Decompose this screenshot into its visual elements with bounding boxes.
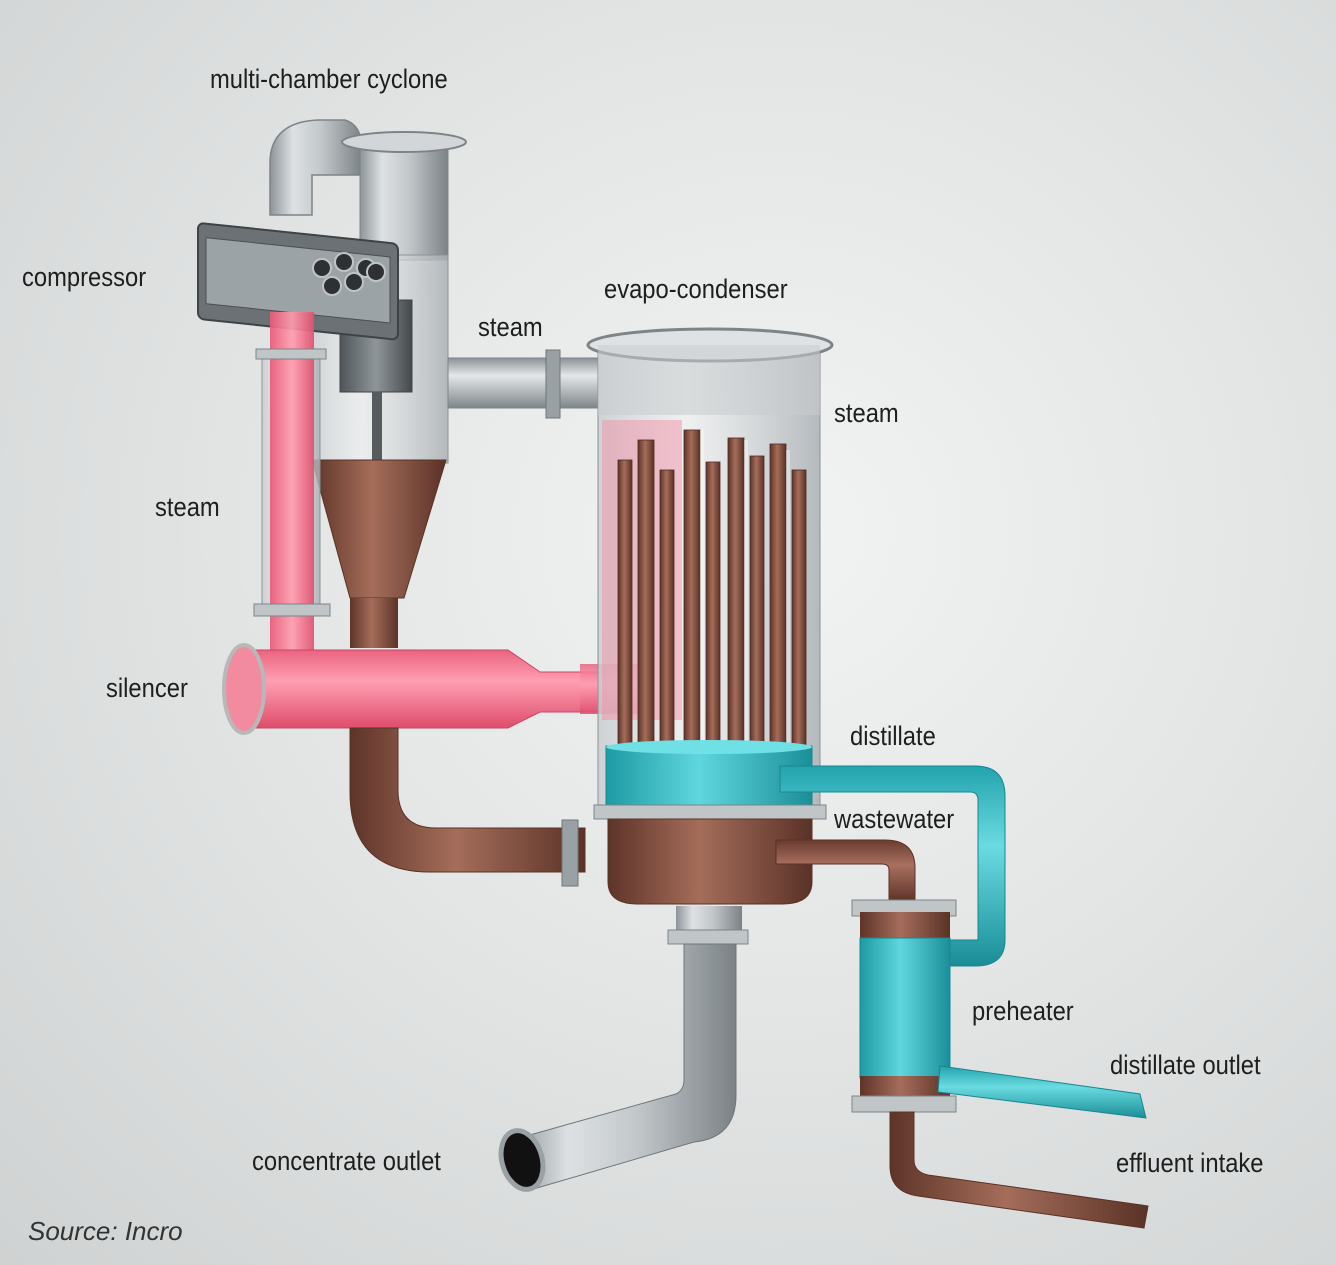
label-preheater: preheater — [972, 996, 1074, 1026]
label-steam-left: steam — [155, 492, 220, 522]
compressor-unit — [197, 222, 399, 341]
label-steam-right: steam — [834, 398, 899, 428]
label-compressor: compressor — [22, 262, 147, 292]
label-distillate-outlet: distillate outlet — [1110, 1050, 1261, 1080]
concentrate-outlet-pipe — [498, 906, 749, 1192]
label-silencer: silencer — [106, 673, 188, 703]
label-evapo-condenser: evapo-condenser — [604, 274, 788, 304]
label-wastewater: wastewater — [834, 804, 955, 834]
silencer-unit — [222, 643, 648, 735]
source-credit: Source: Incro — [28, 1216, 183, 1246]
preheater-unit — [851, 899, 1149, 1229]
label-steam-top: steam — [478, 312, 543, 342]
steam-riser — [253, 312, 331, 657]
evapo-condenser-vessel — [586, 327, 834, 905]
label-concentrate-outlet: concentrate outlet — [252, 1146, 441, 1176]
label-distillate: distillate — [850, 721, 936, 751]
concentrate-loop — [349, 727, 586, 887]
distillate-pipe — [779, 765, 1006, 967]
label-effluent-intake: effluent intake — [1116, 1148, 1264, 1178]
label-multi-chamber-cyclone: multi-chamber cyclone — [210, 64, 448, 94]
